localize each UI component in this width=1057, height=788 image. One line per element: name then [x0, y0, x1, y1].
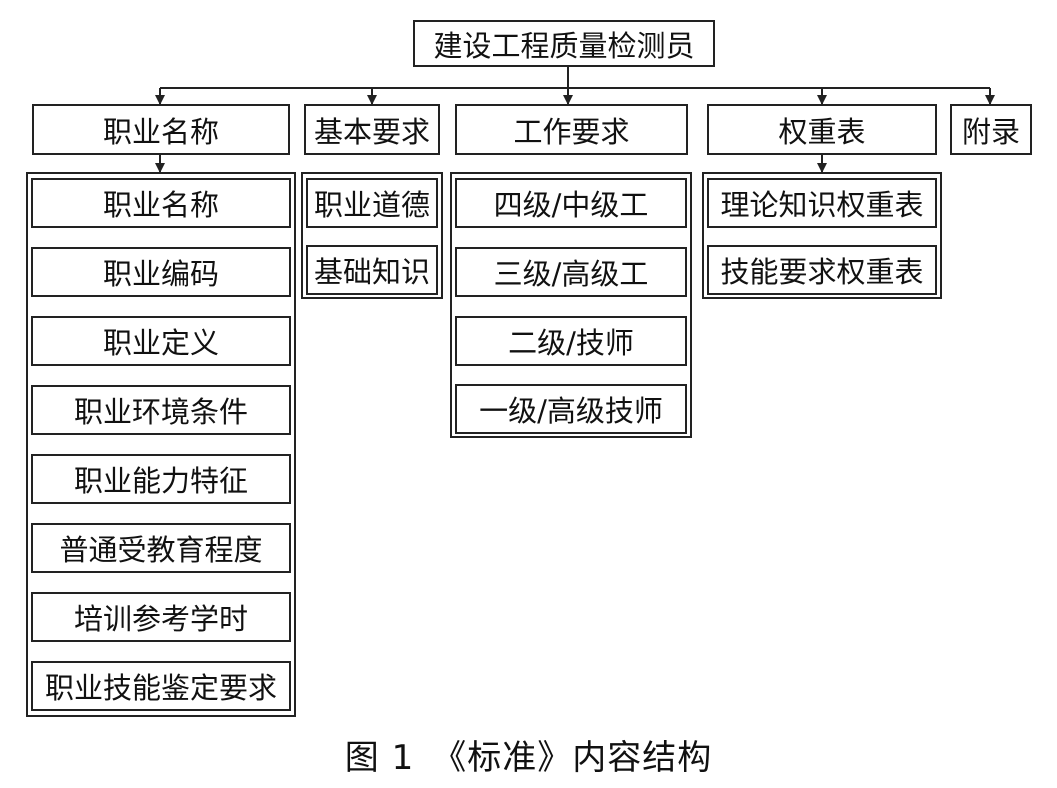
figure-caption: 图 1 《标准》内容结构 [344, 738, 713, 778]
group-1-item: 职业道德 [306, 178, 438, 228]
group-0-item: 职业定义 [31, 316, 291, 366]
group-2-item: 三级/高级工 [455, 247, 687, 297]
group-2-item: 四级/中级工 [455, 178, 687, 228]
group-0-item: 职业名称 [31, 178, 291, 228]
category-box-4: 附录 [950, 104, 1032, 155]
group-3-item: 理论知识权重表 [707, 178, 937, 228]
category-box-2: 工作要求 [455, 104, 688, 155]
group-2-item: 一级/高级技师 [455, 384, 687, 434]
group-0-item: 职业环境条件 [31, 385, 291, 435]
group-0-item: 普通受教育程度 [31, 523, 291, 573]
group-0-item: 职业能力特征 [31, 454, 291, 504]
group-3-item: 技能要求权重表 [707, 245, 937, 295]
group-2-item: 二级/技师 [455, 316, 687, 366]
group-0-item: 培训参考学时 [31, 592, 291, 642]
group-0-item: 职业技能鉴定要求 [31, 661, 291, 711]
category-box-3: 权重表 [707, 104, 937, 155]
category-box-1: 基本要求 [304, 104, 440, 155]
category-box-0: 职业名称 [32, 104, 290, 155]
root-box: 建设工程质量检测员 [413, 20, 715, 67]
group-1-item: 基础知识 [306, 245, 438, 295]
group-0-item: 职业编码 [31, 247, 291, 297]
